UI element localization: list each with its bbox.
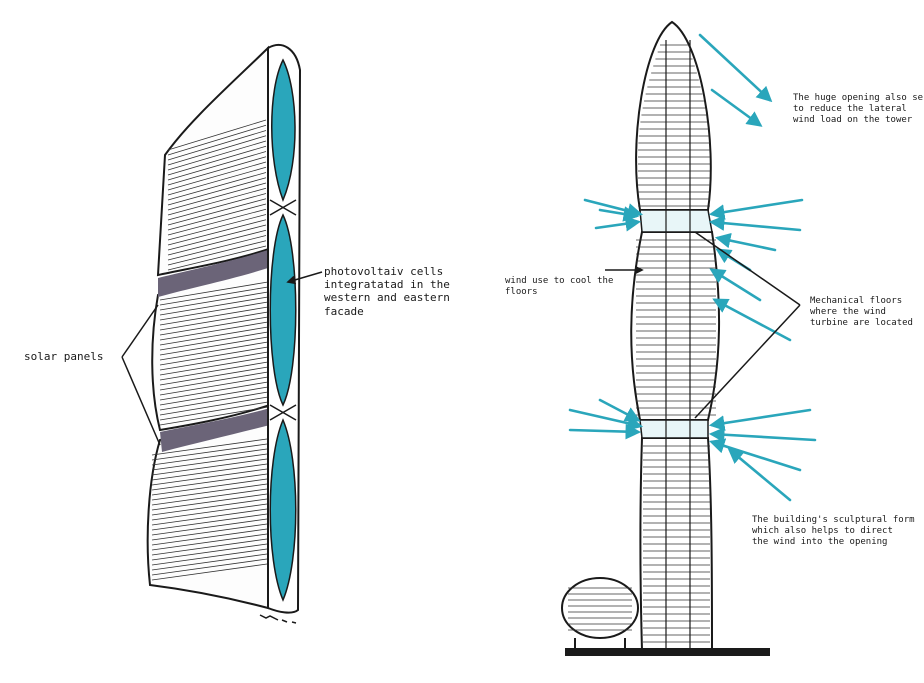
wind-arrow-icon: [568, 408, 644, 431]
wind-arrow-icon: [568, 423, 642, 440]
leader-line-icon: [694, 231, 801, 419]
wind-arrow-icon: [709, 268, 762, 302]
right-tower: [561, 20, 817, 656]
wind-arrow-icon: [708, 215, 802, 232]
facade-hatching: [151, 119, 269, 581]
wind-arrow-icon: [698, 33, 773, 103]
leader-line-icon: [286, 271, 323, 285]
glass-lens-1: [271, 58, 296, 203]
tower-core: [665, 40, 691, 650]
left-ground: [259, 614, 297, 624]
note-solar-panels: solar panels: [24, 350, 104, 363]
leader-line-icon: [121, 304, 161, 446]
wind-arrow-icon: [714, 232, 777, 252]
mechanical-opening-upper: [639, 209, 713, 233]
note-mechanical-floors: Mechanical floors where the wind turbine…: [810, 296, 913, 328]
wind-arrow-icon: [598, 398, 641, 422]
wind-arrow-icon: [708, 426, 817, 443]
wind-arrow-icon: [708, 198, 804, 220]
floor-plates: [636, 44, 716, 643]
wind-arrow-icon: [710, 88, 763, 127]
wind-arrow-icon: [727, 448, 792, 502]
glass-lens-3: [269, 418, 297, 602]
shade-band-lower: [160, 408, 270, 452]
wind-arrow-icon: [709, 438, 802, 472]
wind-arrow-icon: [583, 198, 644, 219]
tower-crown: [635, 20, 712, 211]
wind-arrow-icon: [594, 216, 642, 232]
podium-building: [561, 577, 639, 650]
note-sculptural-form: The building's sculptural form which als…: [752, 515, 915, 547]
left-tower-glass-facade: [267, 43, 302, 614]
right-ground: [565, 648, 770, 656]
note-pv-cells: photovoltaiv cells integratatad in the w…: [324, 265, 450, 318]
tower-body-middle: [630, 231, 721, 421]
glass-lens-2: [269, 213, 297, 407]
note-cool-floors: wind use to cool the floors: [505, 276, 614, 297]
shade-band-upper: [158, 250, 268, 297]
note-huge-opening: The huge opening also se to reduce the l…: [793, 93, 924, 125]
wind-arrow-icon: [708, 408, 812, 431]
left-tower: [121, 43, 323, 624]
wind-arrow-icon: [712, 298, 792, 342]
mechanical-opening-lower: [639, 419, 709, 439]
